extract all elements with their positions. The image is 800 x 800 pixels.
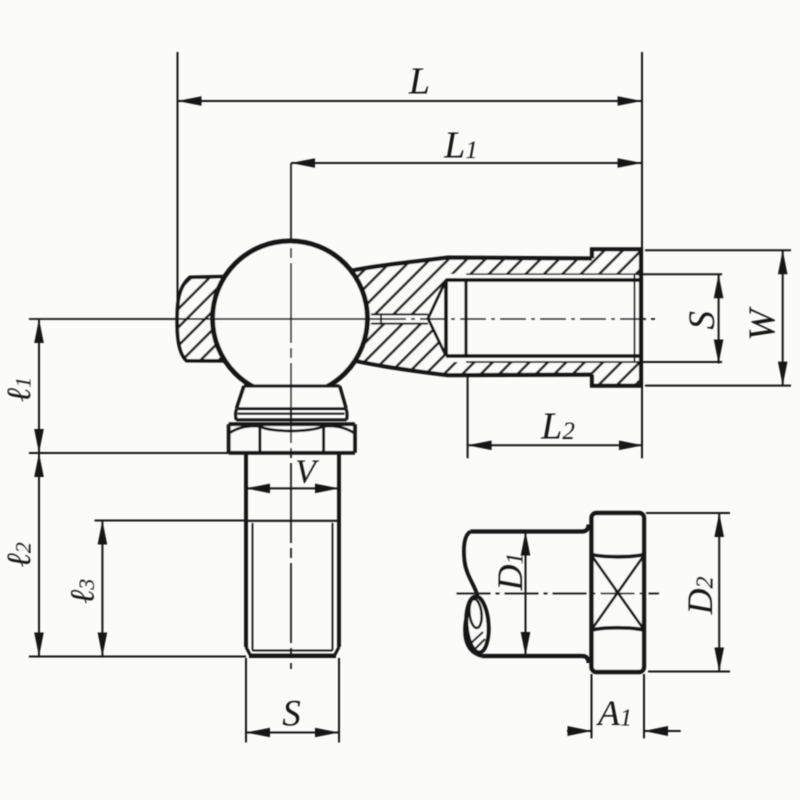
svg-text:S: S: [282, 694, 301, 735]
svg-text:S: S: [682, 311, 723, 330]
svg-text:L: L: [408, 61, 430, 103]
svg-text:D2: D2: [680, 577, 720, 616]
svg-text:W: W: [742, 306, 784, 341]
